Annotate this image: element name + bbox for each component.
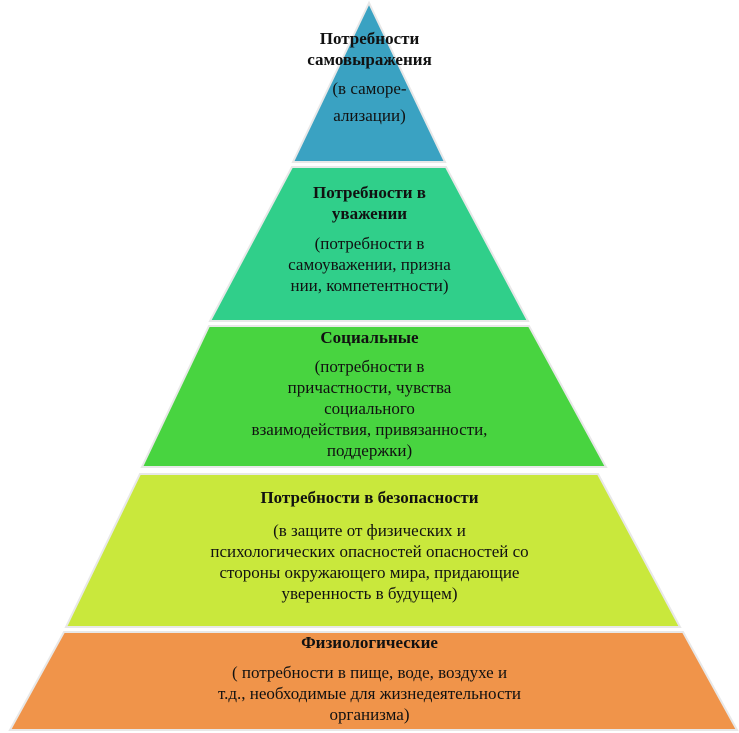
tier-title-line: Потребности (319, 29, 420, 48)
tier-desc-line: (в саморе- (332, 79, 407, 98)
tier-social-shape (140, 325, 608, 468)
tier-safety-text: Потребности в безопасности (в защите от … (0, 487, 739, 604)
tier-title-line: Потребности в (313, 183, 426, 202)
tier-desc-line: (в защите от физических и (273, 521, 466, 540)
tier-desc-line: взаимодействия, привязанности, (251, 420, 488, 439)
tier-esteem-shape (208, 166, 530, 322)
tier-physiological-text: Физиологические ( потребности в пище, во… (0, 632, 739, 725)
tier-desc-line: (потребности в (314, 234, 425, 253)
tier-title-line: Социальные (320, 328, 419, 347)
tier-desc-line: самоуважении, призна (288, 255, 451, 274)
tier-desc-line: психологических опасностей опасностей со (210, 542, 529, 561)
tier-desc-line: организма) (329, 705, 410, 724)
tier-esteem-text: Потребности в уважении (потребности в са… (0, 182, 739, 296)
tier-desc-line: нии, компетентности) (290, 276, 449, 295)
tier-desc-line: поддержки) (326, 441, 413, 460)
tier-desc-line: уверенность в будущем) (281, 584, 458, 603)
tier-desc-line: стороны окружающего мира, придающие (219, 563, 520, 582)
tier-title-line: Потребности в безопасности (260, 488, 479, 507)
tier-physiological-shape (8, 631, 739, 731)
tier-title: Социальные (0, 327, 739, 348)
tier-desc-line: ализации) (333, 106, 406, 125)
tier-desc-line: ( потребности в пище, воде, воздухе и (231, 663, 508, 682)
tier-title: Потребности в уважении (0, 182, 739, 224)
tier-social-text: Социальные (потребности в причастности, … (0, 327, 739, 461)
tier-self-actualization-text: Потребности самовыражения (в саморе- али… (0, 28, 739, 126)
tier-desc-line: социального (324, 399, 415, 418)
tier-desc-line: (потребности в (314, 357, 425, 376)
tier-desc-line: причастности, чувства (287, 378, 452, 397)
tier-title: Потребности самовыражения (0, 28, 739, 70)
tier-title-line: уважении (331, 204, 408, 223)
tier-title-line: самовыражения (307, 50, 432, 69)
tier-title-line: Физиологические (301, 633, 438, 652)
tier-self-actualization-shape (291, 0, 447, 163)
tier-title: Физиологические (0, 632, 739, 653)
tier-safety-shape (64, 473, 682, 628)
tier-desc-line: т.д., необходимые для жизнедеятельности (217, 684, 522, 703)
tier-title: Потребности в безопасности (0, 487, 739, 508)
